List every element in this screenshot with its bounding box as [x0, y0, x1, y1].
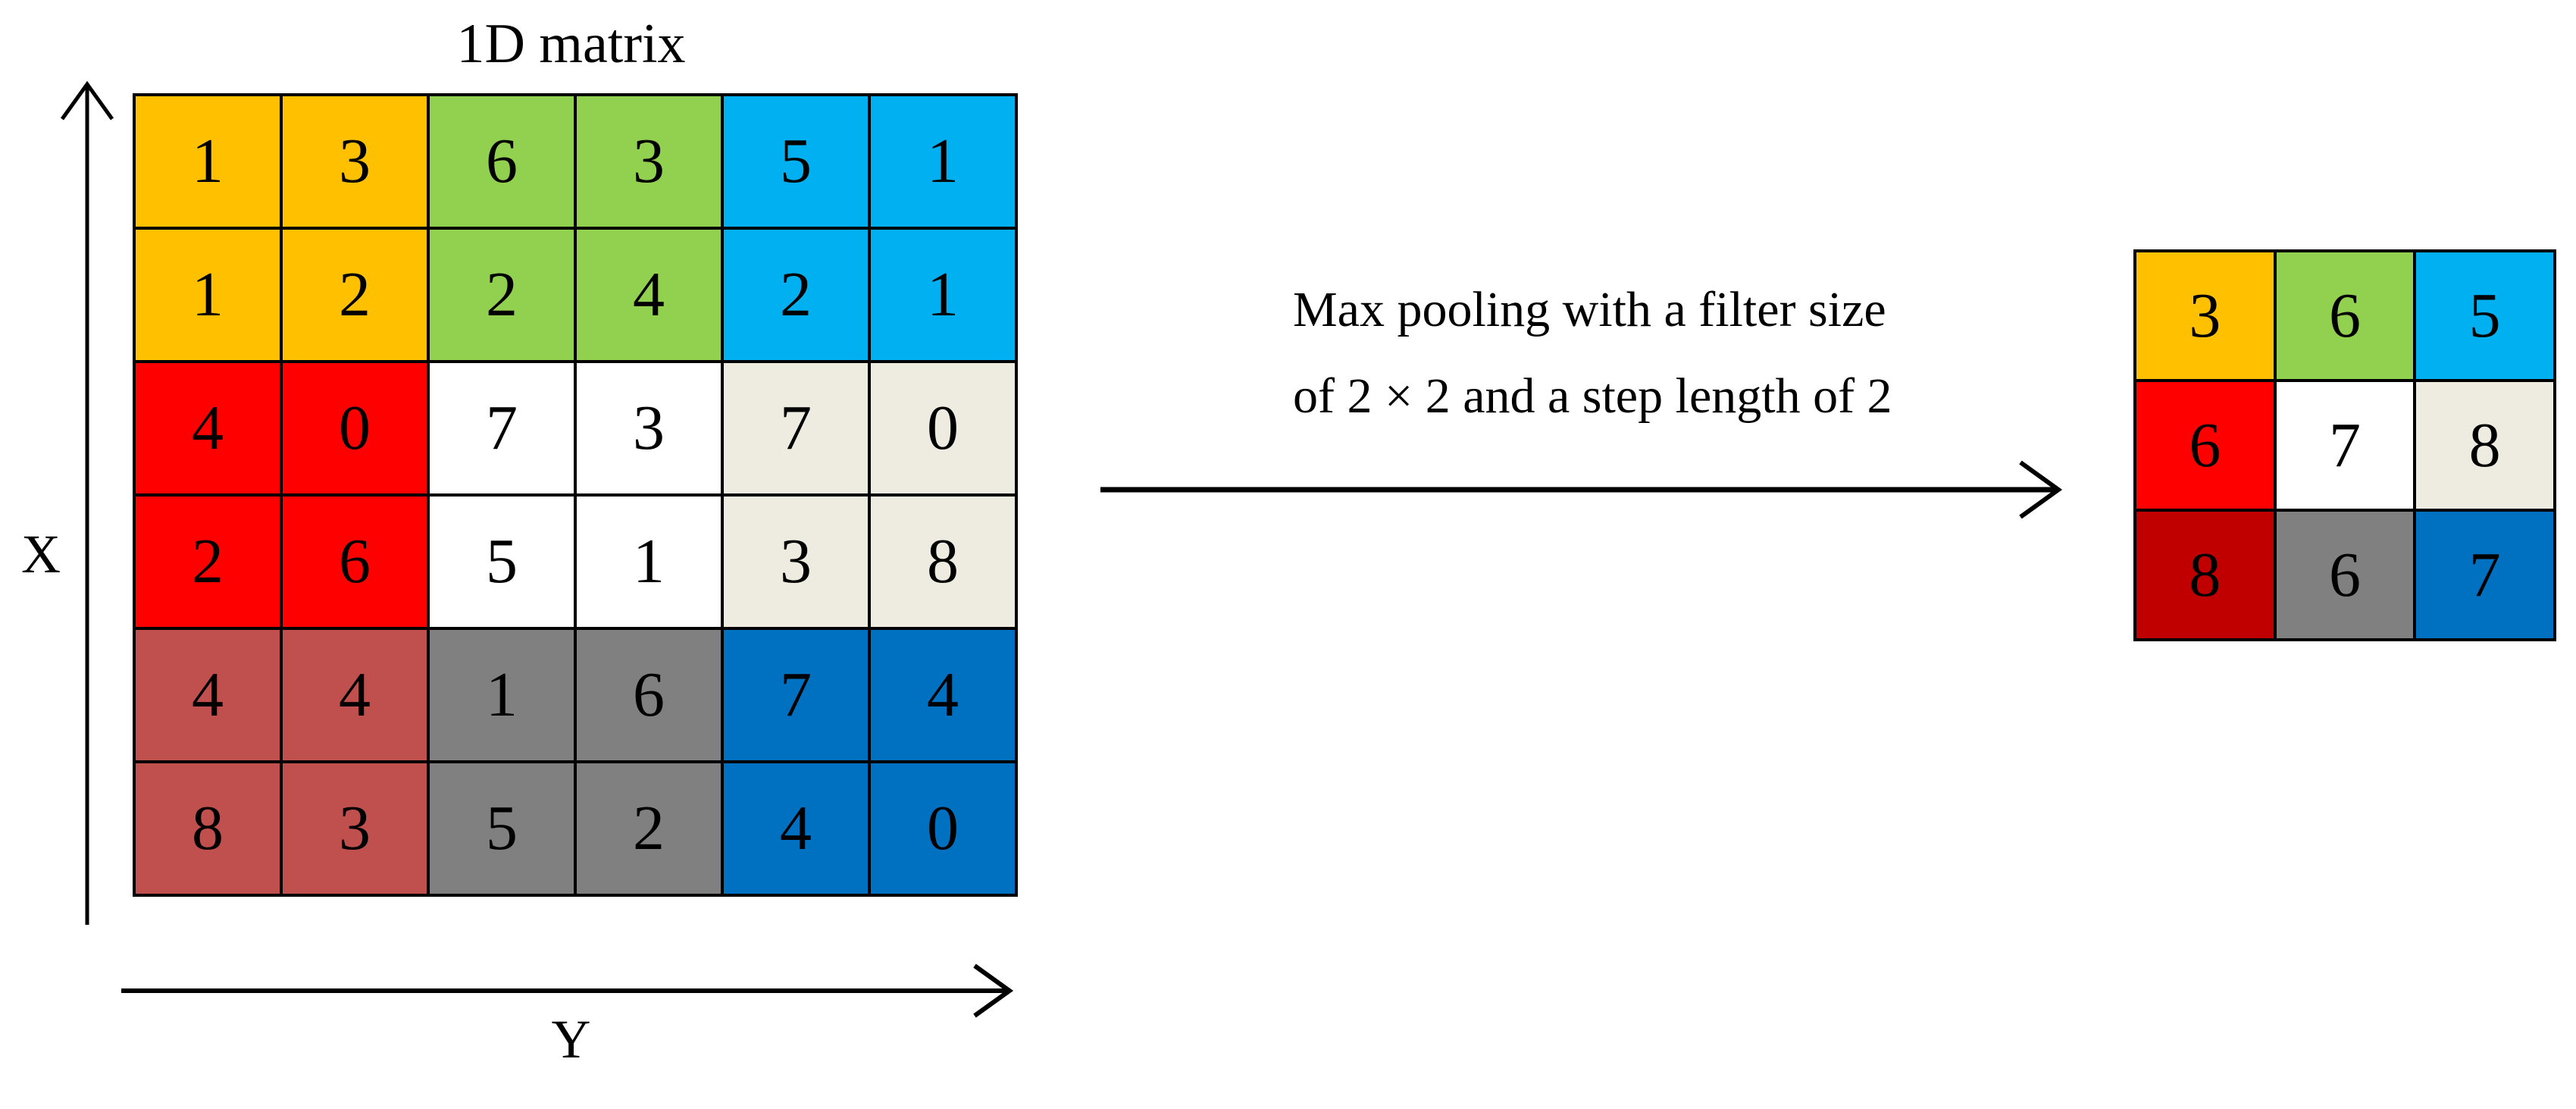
output-matrix-cell: 8 [2415, 381, 2555, 510]
input-matrix-cell: 1 [428, 628, 575, 762]
input-matrix-cell: 3 [722, 495, 869, 628]
input-matrix-cell: 3 [281, 762, 428, 895]
pooling-caption-line2: of 2 × 2 and a step length of 2 [1293, 368, 1892, 424]
input-matrix-cell: 2 [281, 228, 428, 362]
input-matrix-cell: 4 [575, 228, 722, 362]
pooling-arrow [1100, 460, 2063, 519]
output-matrix-cell: 7 [2274, 381, 2415, 510]
input-matrix-cell: 5 [428, 762, 575, 895]
y-axis-arrow [121, 963, 1014, 1018]
input-matrix-cell: 2 [722, 228, 869, 362]
pooling-caption: Max pooling with a filter size of 2 × 2 … [1293, 267, 2202, 440]
input-matrix-cell: 2 [134, 495, 281, 628]
input-matrix-cell: 8 [869, 495, 1016, 628]
x-axis-arrow [60, 80, 114, 925]
input-matrix-cell: 1 [869, 95, 1016, 228]
input-matrix-cell: 8 [134, 762, 281, 895]
input-matrix-cell: 1 [134, 228, 281, 362]
pooling-caption-line1: Max pooling with a filter size [1293, 282, 1886, 337]
input-matrix-cell: 2 [575, 762, 722, 895]
input-matrix-cell: 1 [575, 495, 722, 628]
input-matrix-cell: 4 [281, 628, 428, 762]
input-matrix-cell: 6 [281, 495, 428, 628]
input-matrix-cell: 0 [869, 762, 1016, 895]
input-matrix-cell: 6 [575, 628, 722, 762]
input-matrix-cell: 4 [722, 762, 869, 895]
input-matrix-cell: 4 [869, 628, 1016, 762]
input-matrix-cell: 7 [722, 362, 869, 495]
input-matrix-cell: 3 [575, 95, 722, 228]
output-matrix-cell: 7 [2415, 510, 2555, 640]
input-matrix-cell: 1 [134, 95, 281, 228]
input-matrix-cell: 3 [575, 362, 722, 495]
input-matrix-cell: 7 [428, 362, 575, 495]
figure-title: 1D matrix [456, 13, 686, 75]
input-matrix-cell: 7 [722, 628, 869, 762]
input-matrix-cell: 5 [722, 95, 869, 228]
input-matrix-cell: 0 [869, 362, 1016, 495]
input-matrix-cell: 4 [134, 362, 281, 495]
input-matrix-cell: 6 [428, 95, 575, 228]
x-axis-label: X [21, 524, 61, 584]
output-matrix-cell: 6 [2274, 251, 2415, 381]
y-axis-label: Y [551, 1009, 591, 1070]
input-matrix-cell: 2 [428, 228, 575, 362]
input-matrix-cell: 1 [869, 228, 1016, 362]
output-matrix-cell: 3 [2135, 251, 2275, 381]
input-matrix-cell: 3 [281, 95, 428, 228]
input-matrix-cell: 0 [281, 362, 428, 495]
output-matrix-cell: 6 [2274, 510, 2415, 640]
input-matrix-cell: 5 [428, 495, 575, 628]
output-matrix-cell: 8 [2135, 510, 2275, 640]
input-matrix-cell: 4 [134, 628, 281, 762]
output-matrix-cell: 6 [2135, 381, 2275, 510]
output-matrix-cell: 5 [2415, 251, 2555, 381]
